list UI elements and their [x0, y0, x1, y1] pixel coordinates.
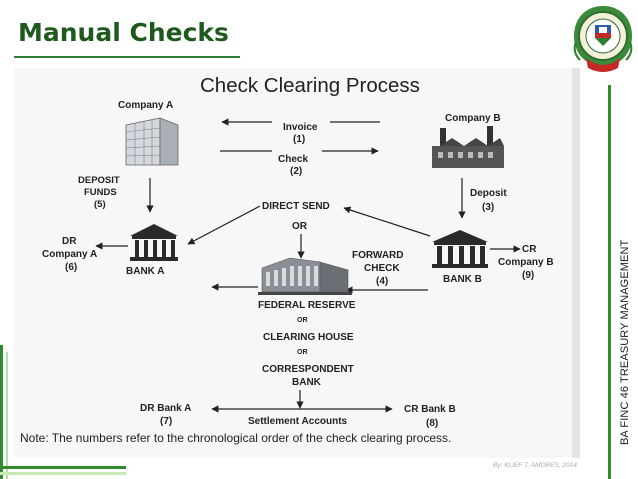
left-accent-line-light [6, 352, 8, 479]
cr-bank-b-number: (8) [426, 418, 438, 429]
right-accent-line [608, 85, 611, 479]
deposit-number: (3) [482, 202, 494, 213]
clearing-house-label: CLEARING HOUSE [263, 332, 354, 343]
federal-reserve-building-icon [258, 257, 352, 295]
company-a-label: Company A [118, 100, 173, 111]
or-label-1: OR [292, 221, 308, 232]
company-b-label: Company B [445, 113, 501, 124]
bank-icon [432, 230, 488, 268]
scan-edge-shadow [572, 68, 580, 458]
dr-company-a-line2: Company A [42, 249, 97, 260]
correspondent-line2: BANK [292, 377, 322, 388]
check-label: Check [278, 154, 308, 165]
correspondent-line1: CORRESPONDENT [262, 364, 354, 375]
diagram-note: Note: The numbers refer to the chronolog… [20, 431, 451, 445]
author-footer: By: KLIEF T. AMORES, 2014 [493, 462, 577, 469]
forward-check-line1: FORWARD [352, 250, 403, 261]
left-accent-line [0, 345, 3, 479]
university-seal-icon [573, 6, 633, 72]
title-underline [14, 56, 240, 58]
cr-company-b-number: (9) [522, 270, 534, 281]
check-number: (2) [290, 166, 302, 177]
invoice-label: Invoice [283, 122, 318, 133]
diagram-heading: Check Clearing Process [200, 74, 420, 97]
forward-check-number: (4) [376, 276, 388, 287]
deposit-label: Deposit [470, 188, 507, 199]
bank-b-label: BANK B [443, 274, 482, 285]
deposit-funds-label-line2: FUNDS [84, 187, 117, 198]
or-label-2: OR [297, 317, 308, 324]
bottom-accent-line [0, 466, 126, 469]
federal-reserve-label: FEDERAL RESERVE [258, 300, 356, 311]
cr-company-b-line1: CR [522, 244, 537, 255]
bank-icon [130, 224, 178, 261]
slide-title: Manual Checks [18, 18, 229, 47]
dr-bank-a-number: (7) [160, 416, 172, 427]
factory-icon [432, 126, 504, 168]
bottom-accent-line-light [0, 472, 126, 475]
deposit-funds-label-line1: DEPOSIT [78, 175, 120, 186]
office-building-icon [125, 117, 179, 166]
deposit-funds-number: (5) [94, 199, 106, 210]
or-label-3: OR [297, 349, 308, 356]
cr-company-b-line2: Company B [498, 257, 554, 268]
dr-bank-a-label: DR Bank A [140, 403, 191, 414]
dr-company-a-number: (6) [65, 262, 77, 273]
forward-check-line2: CHECK [364, 263, 400, 274]
settlement-accounts-label: Settlement Accounts [248, 416, 348, 427]
bank-a-label: BANK A [126, 266, 165, 277]
cr-bank-b-label: CR Bank B [404, 404, 456, 415]
dr-company-a-line1: DR [62, 236, 77, 247]
direct-send-label: DIRECT SEND [262, 201, 330, 212]
invoice-number: (1) [293, 134, 305, 145]
